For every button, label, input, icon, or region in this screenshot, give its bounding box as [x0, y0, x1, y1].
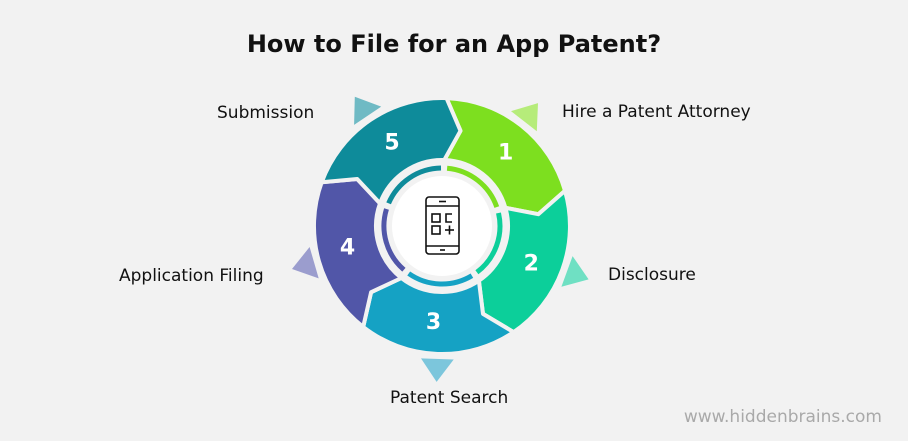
watermark: www.hiddenbrains.com: [683, 407, 882, 427]
step-1-inner-arc: [446, 165, 500, 208]
step-5-segment: [319, 96, 463, 206]
step-3-label: Patent Search: [390, 388, 509, 408]
step-4-inner-arc: [381, 208, 406, 272]
step-3-number: 3: [426, 310, 441, 335]
step-1-pointer: [511, 103, 538, 132]
step-2-pointer: [561, 256, 589, 287]
step-4-pointer: [292, 247, 319, 279]
center-circle: [392, 176, 492, 276]
step-2-inner-arc: [475, 212, 503, 275]
step-3-pointer: [421, 358, 454, 382]
step-5-pointer: [354, 96, 382, 125]
step-1-label: Hire a Patent Attorney: [562, 102, 751, 122]
step-5-inner-arc: [386, 165, 442, 205]
mobile-app-icon: [425, 196, 460, 255]
step-4-number: 4: [340, 235, 355, 260]
page-title: How to File for an App Patent?: [246, 30, 662, 58]
step-2-label: Disclosure: [608, 265, 696, 285]
step-5-label: Submission: [217, 103, 315, 123]
step-4-label: Application Filing: [119, 266, 264, 286]
step-2-number: 2: [524, 251, 539, 276]
step-3-inner-arc: [407, 271, 474, 287]
step-5-number: 5: [384, 130, 399, 155]
step-1-number: 1: [498, 140, 513, 165]
